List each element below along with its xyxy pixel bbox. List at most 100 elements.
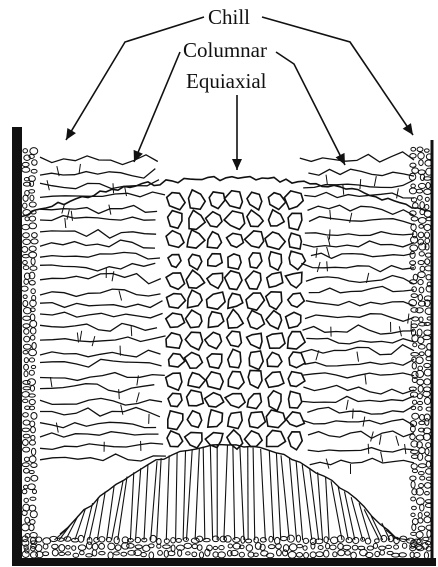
chill-grain	[411, 497, 416, 501]
chill-grain	[24, 364, 29, 370]
chill-grain	[23, 344, 31, 349]
chill-grain	[318, 545, 323, 549]
columnar-grain-boundary	[144, 464, 148, 540]
chill-grain	[418, 464, 426, 468]
columnar-grain-boundary	[40, 336, 166, 342]
chill-grain	[280, 536, 287, 540]
chill-grain	[419, 224, 424, 228]
chill-grain	[183, 538, 188, 542]
chill-grain	[333, 552, 337, 557]
chill-grain	[296, 535, 300, 542]
columnar-grain-boundary	[71, 211, 72, 221]
chill-grain	[410, 544, 415, 548]
columnar-grain-boundary	[326, 477, 330, 540]
chill-grain	[24, 358, 28, 363]
mould-wall-left	[12, 127, 22, 565]
equiaxial-grain	[186, 310, 202, 328]
chill-grain	[424, 211, 431, 217]
chill-grain	[417, 329, 422, 336]
chill-grain	[424, 149, 429, 152]
equiaxial-grain	[249, 351, 263, 370]
equiaxial-grain	[267, 430, 286, 446]
chill-grain	[192, 544, 197, 548]
equiaxial-grain	[166, 231, 184, 248]
chill-grain	[423, 537, 429, 540]
equiaxial-grain	[225, 271, 242, 290]
chill-grain	[410, 476, 416, 480]
equiaxial-grain	[228, 254, 241, 269]
chill-grain	[163, 545, 171, 549]
chill-grain	[23, 413, 29, 417]
chill-grain	[29, 190, 35, 193]
chill-grain	[121, 552, 127, 556]
chill-grain	[23, 387, 31, 390]
equiaxial-grain	[284, 191, 303, 209]
chill-grain	[108, 543, 115, 550]
equiaxial-grain	[167, 431, 183, 447]
chill-grain	[23, 324, 30, 328]
chill-grain	[424, 483, 431, 489]
chill-grain	[345, 551, 350, 556]
chill-grain	[171, 538, 176, 543]
equiaxial-grain	[207, 232, 221, 249]
chill-grain	[22, 428, 29, 432]
columnar-grain-boundary	[131, 326, 132, 336]
chill-grain	[23, 261, 28, 265]
chill-grain	[412, 400, 416, 404]
equiaxial-grain	[247, 210, 263, 227]
columnar-grain-boundary	[119, 290, 122, 300]
chill-grain	[80, 551, 85, 555]
chill-grain	[28, 379, 36, 386]
chill-grain	[418, 239, 424, 245]
chill-grain	[367, 546, 373, 550]
chill-grain	[29, 524, 34, 531]
chill-grain	[412, 524, 416, 531]
columnar-grain-boundary	[176, 453, 178, 540]
chill-grain	[29, 216, 35, 221]
chill-grain	[326, 543, 330, 548]
chill-grain	[416, 308, 423, 313]
chill-grain	[24, 279, 29, 284]
chill-grain	[29, 505, 36, 511]
equiaxial-grain	[288, 213, 302, 230]
chill-grain	[412, 469, 417, 472]
chill-grain	[192, 552, 197, 557]
chill-grain	[418, 471, 424, 474]
chill-grain	[24, 336, 30, 342]
chill-grain	[78, 545, 85, 550]
columnar-leader-right	[276, 52, 345, 165]
chill-grain	[219, 545, 224, 549]
chill-grain	[411, 184, 416, 188]
chill-grain	[418, 183, 425, 188]
chill-grain	[158, 550, 163, 555]
chill-grain	[410, 163, 416, 167]
chill-grain	[310, 552, 316, 558]
equiaxial-grain	[166, 313, 185, 327]
equiaxial-grain	[167, 193, 185, 210]
columnar-grain-boundary	[365, 374, 366, 384]
equiaxial-grain	[185, 352, 203, 368]
chill-grain	[30, 195, 34, 201]
chill-grain	[228, 544, 232, 548]
equiaxial-grain	[205, 332, 222, 348]
chill-grain	[411, 481, 415, 488]
chill-grain	[402, 543, 406, 548]
columnar-grain-boundary	[318, 472, 323, 540]
chill-grain	[31, 239, 38, 244]
chill-grain	[32, 233, 38, 238]
chill-grain	[424, 517, 431, 523]
columnar-grain-boundary	[405, 444, 406, 454]
chill-grain	[213, 546, 217, 549]
chill-grain	[23, 233, 30, 238]
columnar-grain-boundary	[308, 205, 415, 215]
equiaxial-grain	[187, 411, 201, 428]
chill-grain	[233, 538, 240, 543]
chill-grain	[35, 545, 41, 552]
chill-grain	[416, 370, 424, 377]
chill-grain	[418, 366, 423, 370]
equiaxial-grain	[186, 270, 204, 288]
chill-grain	[218, 552, 226, 558]
chill-grain	[22, 162, 29, 166]
chill-grain	[184, 543, 192, 548]
